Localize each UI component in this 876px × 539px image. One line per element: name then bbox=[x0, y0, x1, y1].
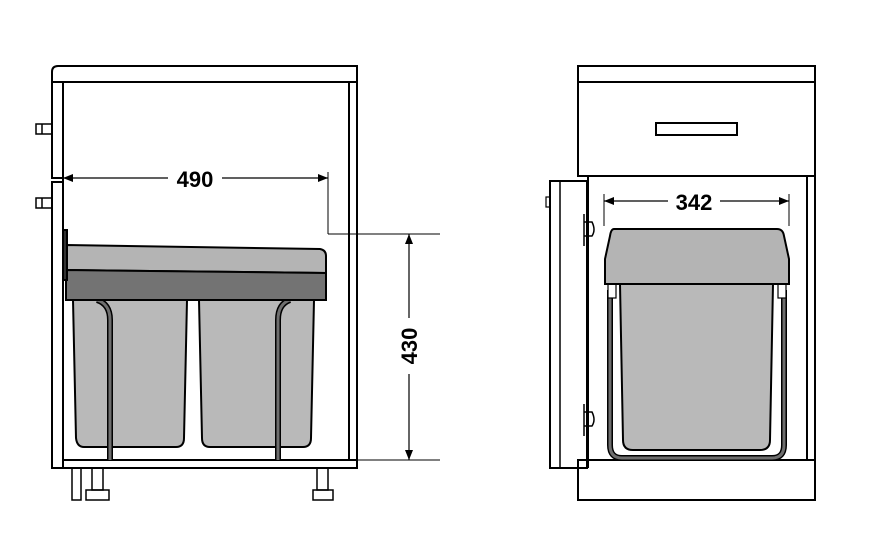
double-bin-cabinet bbox=[35, 65, 358, 501]
lid-frame bbox=[65, 268, 327, 301]
door-upper bbox=[51, 81, 64, 179]
cabinet-plinth bbox=[577, 459, 816, 501]
countertop bbox=[51, 65, 358, 83]
hinge-icon bbox=[35, 123, 53, 209]
dimension-490: 490 bbox=[63, 167, 329, 234]
dimension-342: 342 bbox=[603, 190, 790, 226]
lid-top bbox=[65, 243, 327, 275]
cabinet-feet bbox=[71, 467, 334, 501]
bin-right bbox=[197, 299, 316, 448]
drawer-front bbox=[577, 81, 816, 177]
hinge-icon bbox=[583, 214, 595, 436]
bin-lid bbox=[604, 228, 790, 285]
cabinet-bottom bbox=[62, 459, 358, 469]
open-door bbox=[549, 180, 588, 469]
dimension-342-label: 342 bbox=[676, 190, 713, 215]
dimension-430: 430 bbox=[328, 233, 440, 461]
cabinet-right-side bbox=[348, 81, 358, 461]
single-bin-cabinet bbox=[545, 65, 816, 501]
drawer-handle bbox=[655, 122, 738, 136]
countertop bbox=[577, 65, 816, 83]
dimension-490-label: 490 bbox=[177, 167, 214, 192]
dimension-430-label: 430 bbox=[397, 328, 422, 365]
cabinet-right-side bbox=[806, 175, 816, 461]
bin-body bbox=[618, 283, 775, 451]
door-lower bbox=[51, 181, 64, 469]
door-mount-bracket bbox=[62, 229, 68, 281]
bin-left bbox=[71, 299, 189, 448]
